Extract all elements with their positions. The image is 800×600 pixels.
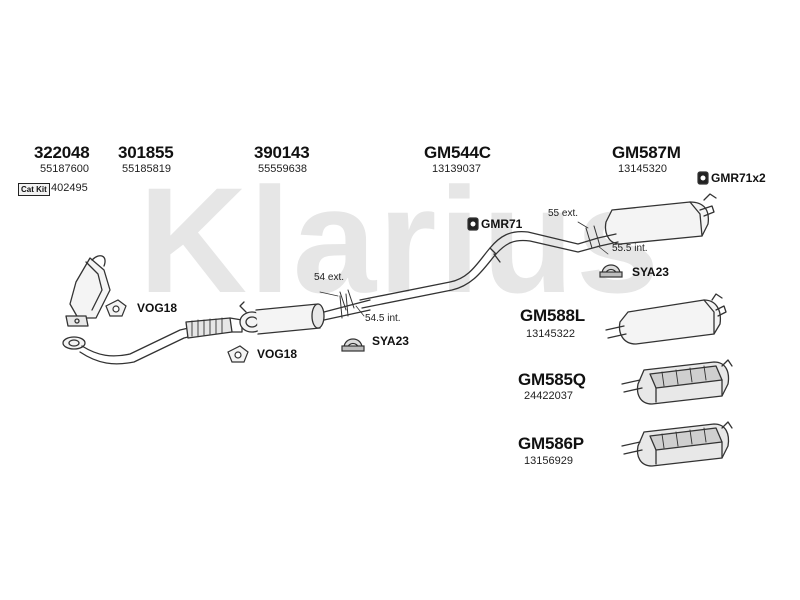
gmr71-hanger-icon[interactable] <box>467 217 479 231</box>
oem-number: 24422037 <box>524 390 573 402</box>
rear-silencer-gm585q[interactable] <box>621 359 733 405</box>
fitting-label: SYA23 <box>632 265 669 279</box>
fitting-label: SYA23 <box>372 334 409 348</box>
part-code: GM585Q <box>518 370 586 389</box>
front-pipe[interactable] <box>62 317 243 365</box>
dimension-label: 55.5 int. <box>612 243 648 254</box>
oem-number: 13156929 <box>524 455 573 467</box>
intermediate-pipe[interactable] <box>359 230 601 309</box>
part-code: GM544C <box>424 143 491 162</box>
cat-kit-badge: Cat Kit <box>18 183 50 196</box>
part-code: GM587M <box>612 143 681 162</box>
dimension-label: 54 ext. <box>314 272 345 283</box>
fitting-label: GMR71 <box>481 217 523 231</box>
rear-silencer-gm588l[interactable] <box>605 293 727 345</box>
gmr71x2-hanger-icon[interactable] <box>697 171 709 185</box>
dimension-mark-54 <box>319 289 365 317</box>
rear-silencer-gm587m[interactable] <box>597 193 717 247</box>
vog18-gasket-icon[interactable] <box>227 345 249 363</box>
part-code: 301855 <box>118 143 174 162</box>
dimension-mark-55 <box>577 221 609 255</box>
fitting-label: VOG18 <box>257 347 298 361</box>
fitting-label: GMR71x2 <box>711 171 766 185</box>
oem-number: 13145320 <box>618 163 667 175</box>
front-silencer[interactable] <box>239 293 371 335</box>
oem-number: 55185819 <box>122 163 171 175</box>
oem-number: 55187600 <box>40 163 89 175</box>
oem-number: 13145322 <box>526 328 575 340</box>
sya23-clamp-icon[interactable] <box>341 338 365 352</box>
part-code: GM586P <box>518 434 584 453</box>
oem-number: 55559638 <box>258 163 307 175</box>
catalytic-converter[interactable] <box>65 255 111 327</box>
rear-silencer-gm586p[interactable] <box>621 421 733 467</box>
dimension-label: 55 ext. <box>548 208 579 219</box>
part-code: 322048 <box>34 143 90 162</box>
vog18-gasket-icon[interactable] <box>105 299 127 317</box>
cat-kit-number: 402495 <box>51 182 88 194</box>
dimension-label: 54.5 int. <box>365 313 401 324</box>
fitting-label: VOG18 <box>137 301 178 315</box>
part-code: GM588L <box>520 306 585 325</box>
oem-number: 13139037 <box>432 163 481 175</box>
sya23-clamp-icon[interactable] <box>599 264 623 278</box>
part-code: 390143 <box>254 143 310 162</box>
